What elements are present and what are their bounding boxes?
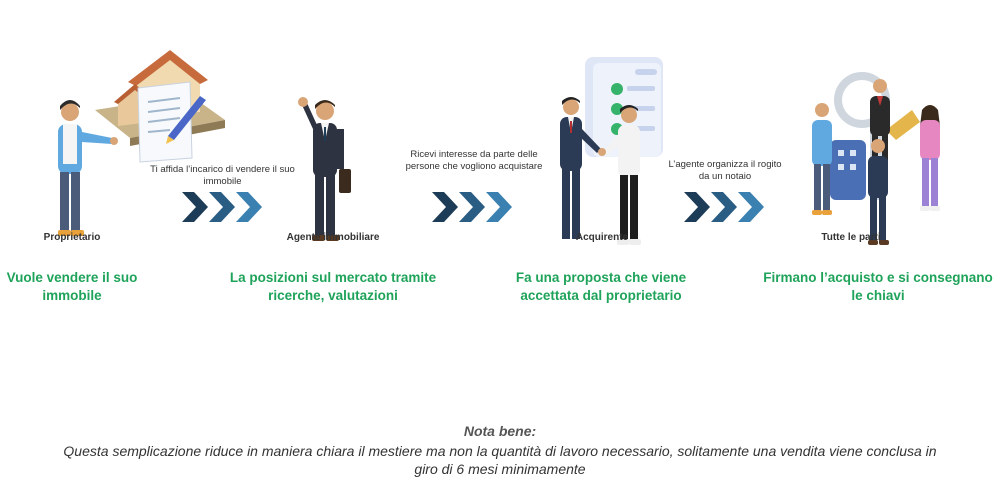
step-1-role: Proprietario xyxy=(43,232,101,243)
connector-text-1: Ti affida l’incarico di vendere il suo i… xyxy=(150,164,295,187)
step-3-role: Acquirente xyxy=(575,232,629,243)
step-4-role: Tutte le parti xyxy=(821,232,881,243)
owner-house-illustration xyxy=(58,50,225,236)
group-keys-illustration xyxy=(812,72,940,245)
step-4-description: Firmano l’acquisto e si consegnano le ch… xyxy=(763,270,993,303)
step-1-description: Vuole vendere il suo immobile xyxy=(6,270,138,303)
note-text: Questa semplicazione riduce in maniera c… xyxy=(63,443,937,477)
step-2-description: La posizioni sul mercato tramite ricerch… xyxy=(229,270,437,303)
chevron-arrows-icon xyxy=(432,192,512,222)
connector-text-2: Ricevi interesse da parte delle persone … xyxy=(405,149,543,172)
note-title: Nota bene: xyxy=(463,423,537,439)
chevron-arrows-icon xyxy=(684,192,764,222)
chevron-arrows-icon xyxy=(182,192,262,222)
step-3-description: Fa una proposta che viene accettata dal … xyxy=(515,270,687,303)
connector-text-3: L’agente organizza il rogito da un notai… xyxy=(668,159,782,182)
agent-illustration xyxy=(298,97,351,241)
handshake-illustration xyxy=(560,57,663,245)
step-2-role: Agente immobiliare xyxy=(286,232,380,243)
